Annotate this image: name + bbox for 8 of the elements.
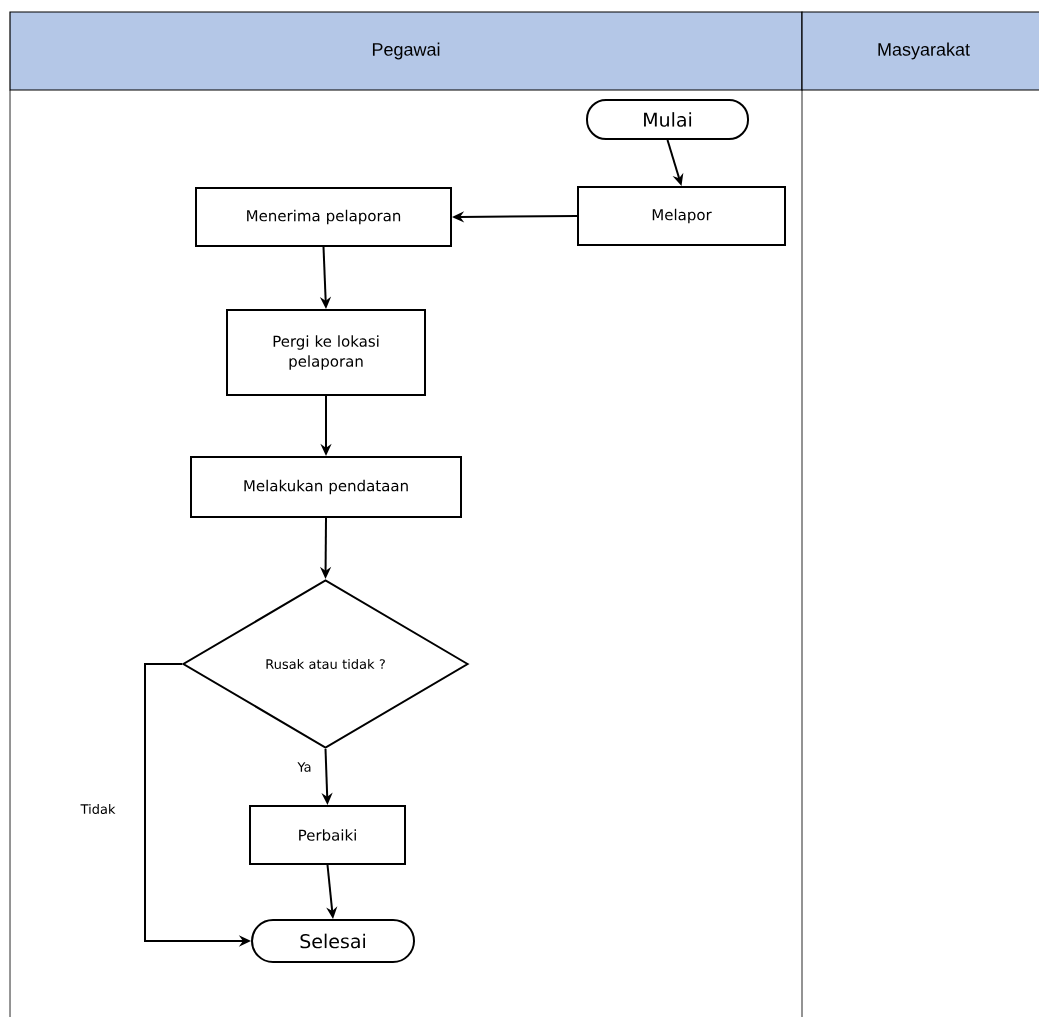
process-box: Pergi ke lokasi pelaporan [226,309,426,396]
process-box: Perbaiki [249,805,406,865]
lane-header: Masyarakat [801,11,1039,91]
process-box: Menerima pelaporan [195,187,452,247]
edge-label: Tidak [79,802,117,816]
process-box: Melakukan pendataan [190,456,462,518]
process-box: Melapor [577,186,786,246]
edge-label: Ya [296,761,313,773]
